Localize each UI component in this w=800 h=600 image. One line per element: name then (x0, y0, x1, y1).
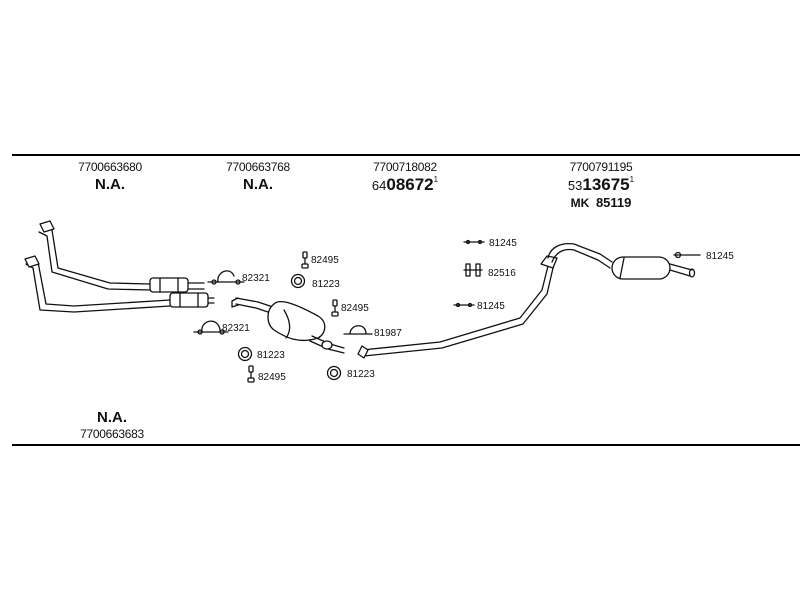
status-label: N.A. (97, 409, 127, 426)
label-bracket-rear: 81245 (706, 251, 734, 262)
header-col-4: 7700791195 53136751 MK 85119 (556, 161, 646, 209)
footer-col-1: N.A. 7700663683 (62, 410, 162, 440)
bottom-rule (12, 444, 800, 446)
clamp-upper (207, 270, 245, 285)
label-hanger-lower: 82495 (258, 372, 286, 383)
hanger-lower-icon (247, 365, 255, 383)
centre-silencer (231, 297, 345, 354)
label-ring-lower-right: 81223 (347, 369, 375, 380)
part-number: 7700718082 (373, 160, 437, 174)
part-number: 7700663680 (78, 160, 142, 174)
ref-prefix: 53 (567, 178, 583, 193)
mk-value: 85119 (595, 195, 632, 210)
label-bracket-lower: 81245 (477, 301, 505, 312)
clamp-lower (193, 320, 229, 335)
label-gasket: 81987 (374, 328, 402, 339)
label-ring-upper: 81223 (312, 279, 340, 290)
part-number: 7700663683 (80, 427, 144, 441)
mk-label: MK (570, 196, 590, 210)
label-hanger-upper: 82495 (311, 255, 339, 266)
label-ring-lower-left: 81223 (257, 350, 285, 361)
mk-reference: MK 85119 (556, 196, 646, 209)
part-number: 7700791195 (569, 160, 633, 174)
header-col-1: 7700663680 N.A. (70, 161, 150, 192)
part-number: 7700663768 (226, 160, 290, 174)
ring-lower-left-icon (237, 346, 253, 362)
status-label: N.A. (243, 176, 273, 193)
header-col-2: 7700663768 N.A. (218, 161, 298, 192)
label-clamp-upper: 82321 (242, 273, 270, 284)
ring-lower-right-icon (326, 365, 342, 381)
hanger-upper-icon (301, 251, 309, 269)
bracket-lower-icon (453, 302, 475, 308)
ring-upper-icon (290, 273, 306, 289)
ref-prefix: 64 (371, 178, 387, 193)
bracket-rear-icon (673, 251, 701, 259)
gasket-clamp (343, 325, 373, 335)
rear-silencer (547, 242, 696, 280)
header-col-3: 7700718082 64086721 (360, 161, 450, 193)
ref-main: 13675 (582, 175, 630, 194)
top-rule (12, 154, 800, 156)
hanger-mid-icon (331, 299, 339, 317)
ref-main: 08672 (386, 175, 434, 194)
status-label: N.A. (95, 176, 125, 193)
reference-number: 53136751 (556, 175, 646, 194)
ref-suffix: 1 (433, 175, 439, 184)
label-mount: 82516 (488, 268, 516, 279)
label-clamp-lower: 82321 (222, 323, 250, 334)
label-hanger-mid: 82495 (341, 303, 369, 314)
ref-suffix: 1 (629, 175, 635, 184)
bracket-upper-icon (463, 239, 485, 245)
mount-icon (463, 263, 483, 277)
front-downpipe (24, 220, 215, 313)
reference-number: 64086721 (360, 175, 450, 194)
label-bracket-upper: 81245 (489, 238, 517, 249)
